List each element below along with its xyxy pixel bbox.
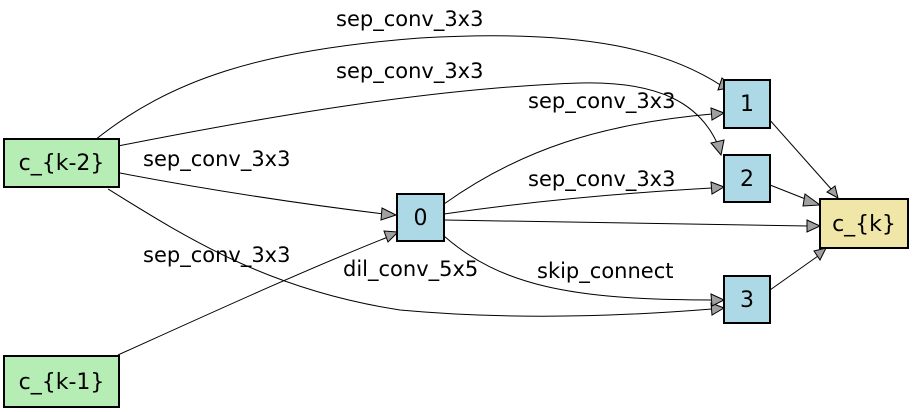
arrowhead <box>802 193 822 207</box>
node-3: 3 <box>723 275 771 324</box>
edge-labels: sep_conv_3x3 sep_conv_3x3 sep_conv_3x3 s… <box>143 7 675 284</box>
arrowhead <box>710 139 725 157</box>
edge-label-ck2-to-2: sep_conv_3x3 <box>336 59 483 84</box>
node-box <box>723 275 771 324</box>
arrowhead <box>383 230 400 243</box>
edge-0-to-1 <box>443 113 713 205</box>
edge-ck2-to-2 <box>117 82 719 147</box>
node-label: 1 <box>740 92 754 117</box>
arrowhead <box>826 185 839 199</box>
edge-ck2-to-0 <box>119 172 385 215</box>
node-box <box>396 193 445 242</box>
node-box <box>723 154 771 203</box>
edge-label-0-to-1: sep_conv_3x3 <box>528 89 675 114</box>
node-box <box>3 355 120 408</box>
node-label: c_{k} <box>832 212 896 237</box>
edge-1-to-ck <box>767 117 833 191</box>
edge-label-0-to-3: skip_connect <box>537 259 673 284</box>
edge-0-to-3 <box>443 235 713 301</box>
edge-label-ck1-to-0: sep_conv_3x3 <box>143 243 290 268</box>
edge-3-to-ck <box>769 255 819 291</box>
node-box <box>819 198 909 249</box>
edge-label-0-to-2: sep_conv_3x3 <box>528 167 675 192</box>
arrowhead <box>813 247 827 261</box>
node-c-k: c_{k} <box>819 198 909 249</box>
node-box <box>723 79 771 129</box>
node-0: 0 <box>396 193 445 242</box>
edge-label-ck2-to-3: dil_conv_5x5 <box>343 257 478 282</box>
edge-ck2-to-3 <box>107 188 713 317</box>
node-label: c_{k-1} <box>19 370 105 395</box>
node-label: 3 <box>740 288 754 313</box>
node-c-k-minus-2: c_{k-2} <box>3 138 120 188</box>
arrowhead <box>710 181 726 195</box>
nodes: c_{k-2} c_{k-1} 0 1 2 3 c_{k} <box>3 79 909 408</box>
edge-2-to-ck <box>769 184 809 201</box>
edges <box>94 35 839 356</box>
node-2: 2 <box>723 154 771 203</box>
node-c-k-minus-1: c_{k-1} <box>3 355 120 408</box>
arrowhead <box>710 293 726 307</box>
edge-label-ck2-to-1: sep_conv_3x3 <box>336 7 483 32</box>
edge-ck1-to-0 <box>117 236 389 356</box>
node-label: 2 <box>740 167 754 192</box>
arrowhead <box>710 302 726 316</box>
arrowhead <box>806 219 822 233</box>
edge-0-to-2 <box>443 187 713 215</box>
arrowhead <box>380 207 398 221</box>
node-label: 0 <box>414 206 428 231</box>
edge-label-ck2-to-0: sep_conv_3x3 <box>143 147 290 172</box>
node-label: c_{k-2} <box>19 151 105 176</box>
edge-ck2-to-1 <box>94 35 723 141</box>
node-1: 1 <box>723 79 771 129</box>
node-box <box>3 138 120 188</box>
arrowhead <box>710 107 726 121</box>
edge-0-to-ck <box>443 219 809 227</box>
